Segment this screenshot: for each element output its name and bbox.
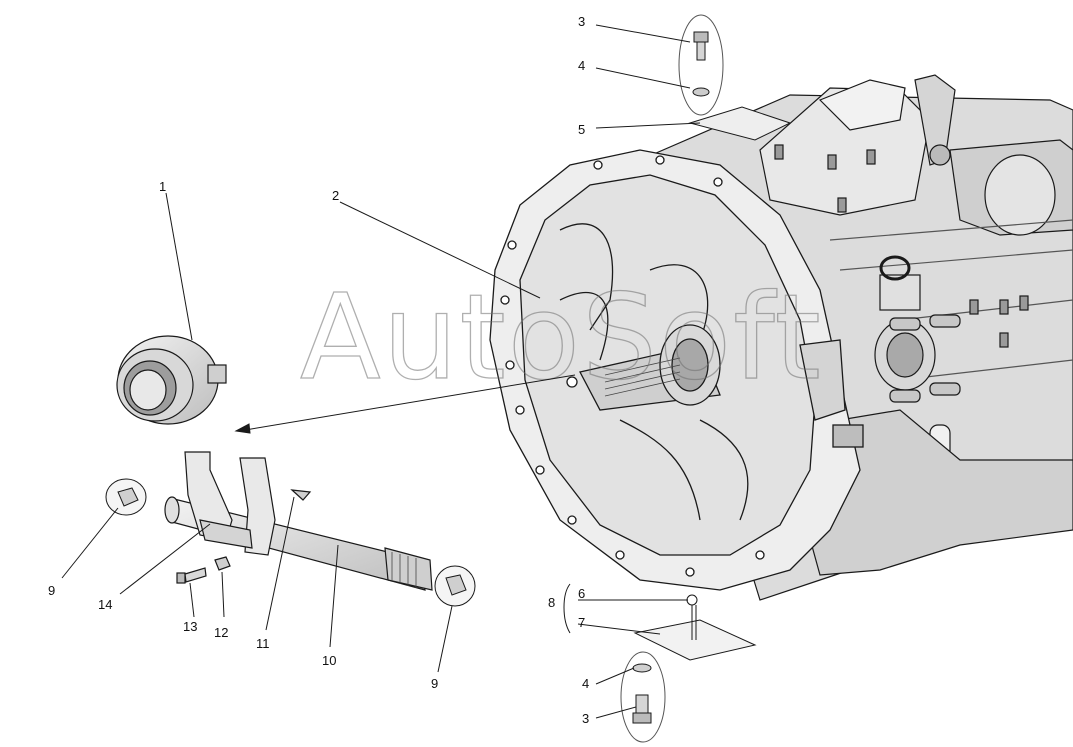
callout-3-bottom: 3	[582, 711, 590, 726]
breather-plate-group	[633, 594, 757, 661]
bolt-washer-group-bottom	[620, 651, 666, 743]
callout-11: 11	[256, 636, 270, 651]
callout-13: 13	[183, 619, 198, 634]
assembly-arrow	[234, 374, 576, 434]
grease-fitting-right	[434, 565, 476, 607]
callout-6: 6	[578, 586, 586, 601]
release-fork-assembly	[164, 451, 433, 591]
callout-4-top: 4	[578, 58, 586, 73]
callout-4-bottom: 4	[582, 676, 590, 691]
grease-fitting-left	[105, 478, 147, 516]
cover-plate	[688, 106, 792, 141]
callout-9-right: 9	[431, 676, 439, 691]
callout-14: 14	[98, 597, 113, 612]
leader-lines	[61, 24, 701, 719]
clutch-bell-housing	[489, 149, 864, 591]
watermark: AutoSoft	[300, 268, 823, 406]
callout-9-left: 9	[48, 583, 56, 598]
callout-7: 7	[578, 615, 586, 630]
callout-8: 8	[548, 595, 556, 610]
callout-12: 12	[214, 625, 229, 640]
callout-1: 1	[159, 179, 167, 194]
callout-10: 10	[322, 653, 337, 668]
callout-2: 2	[332, 188, 340, 203]
callout-3-top: 3	[578, 14, 586, 29]
callout-5: 5	[578, 122, 586, 137]
release-bearing	[116, 335, 227, 425]
bolt-washer-group-top	[678, 14, 724, 116]
